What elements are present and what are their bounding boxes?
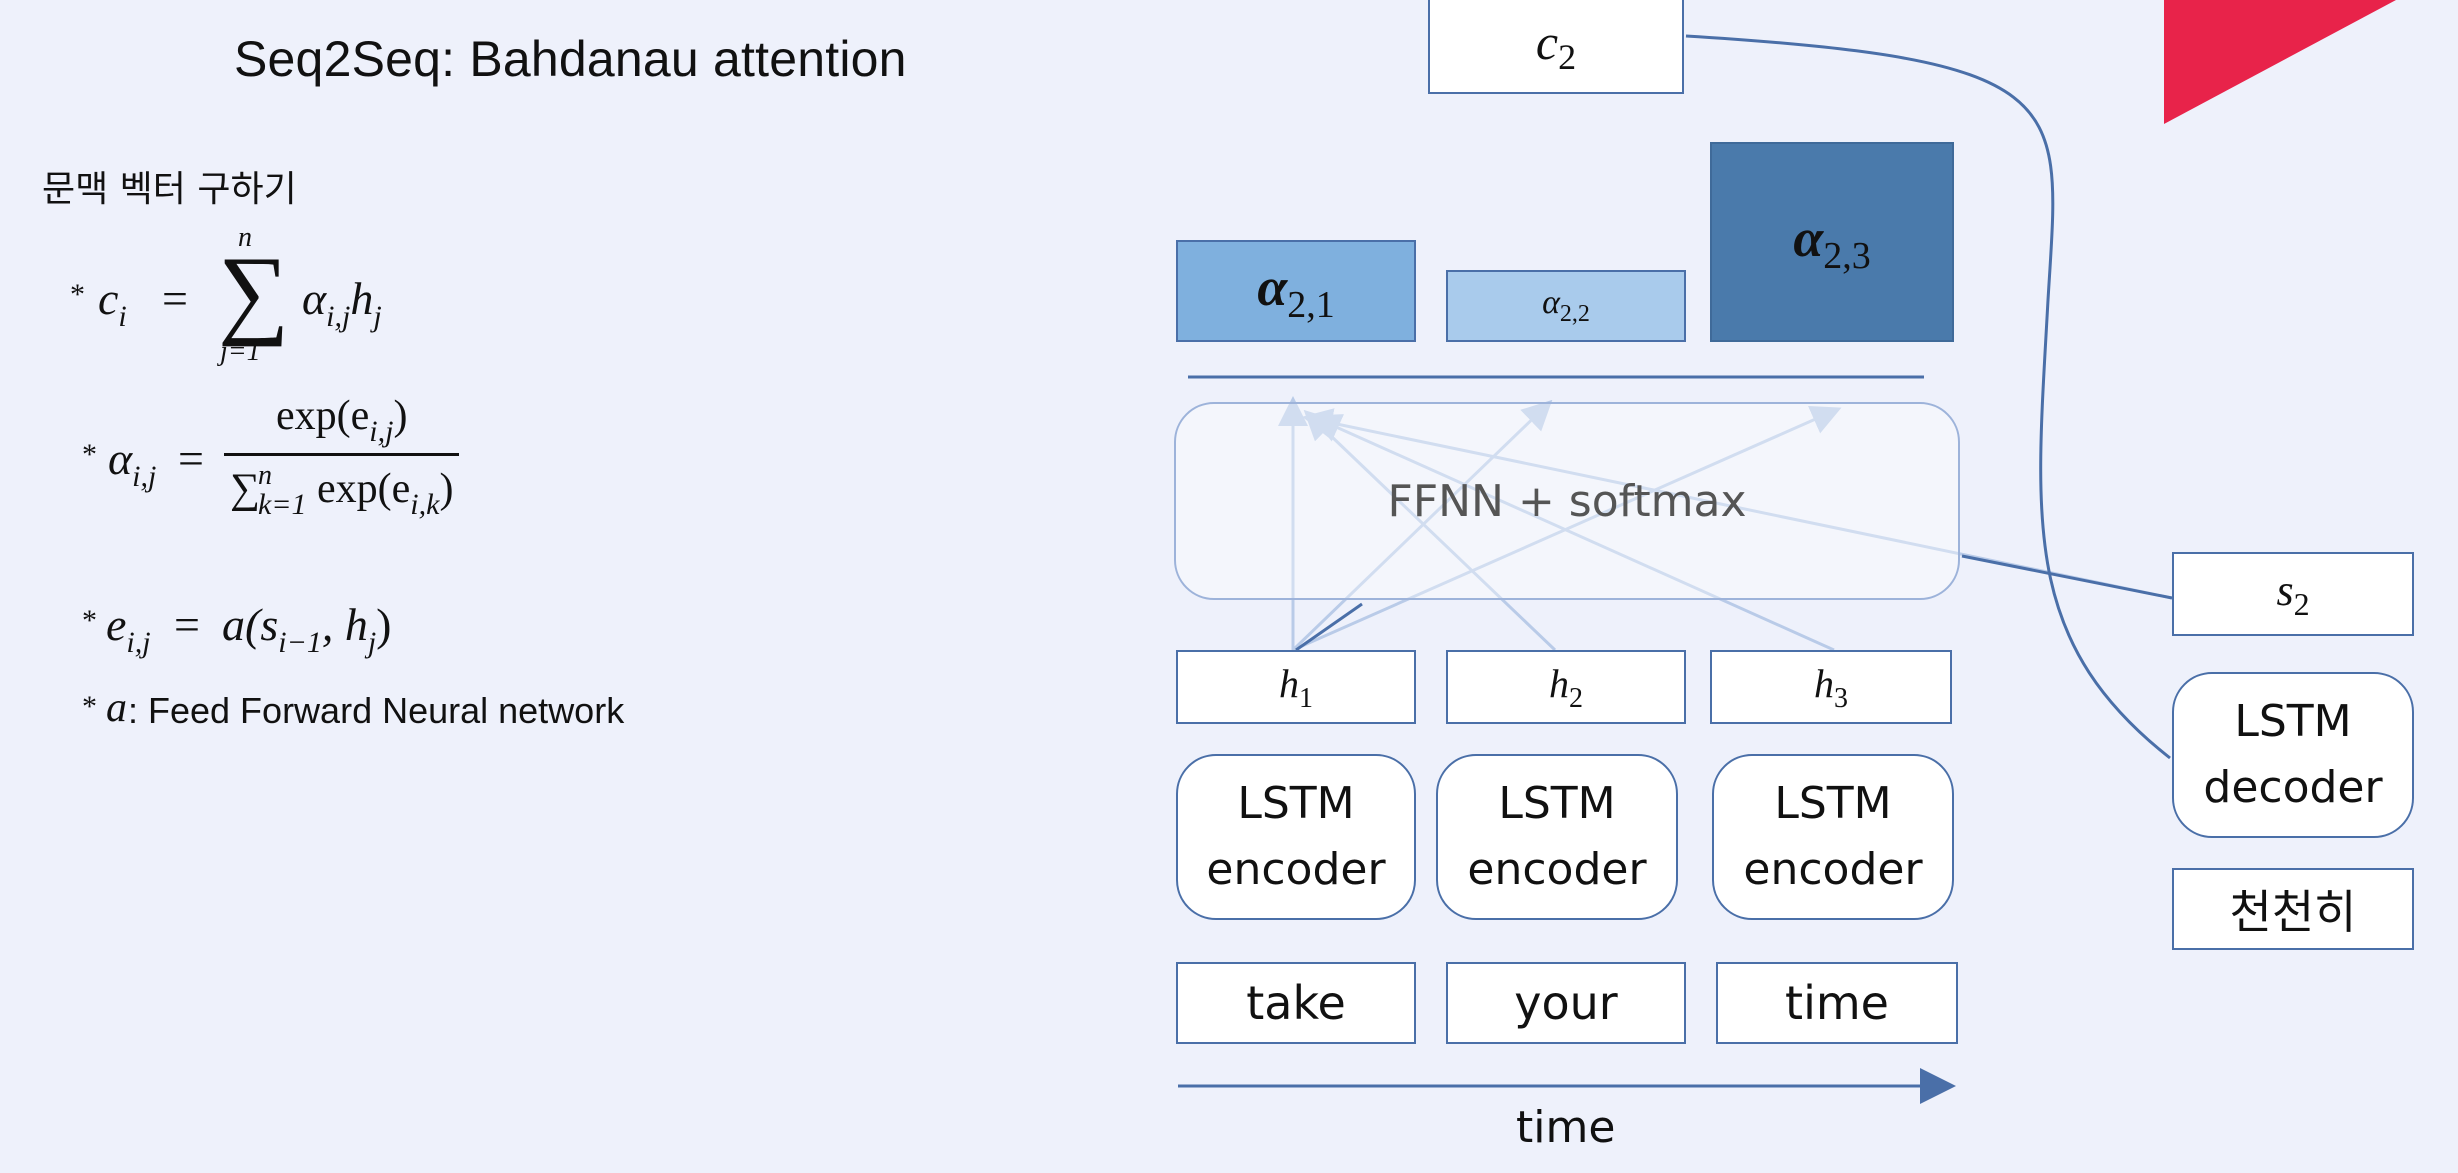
input-word-1: take [1176, 962, 1416, 1044]
formula-attention-weight: * αi,j = exp(ei,j) ∑nk=1 exp(ei,k) [82, 392, 522, 542]
formula-4-symbol: a [106, 685, 127, 731]
formula-1-sum-top: n [238, 222, 252, 253]
alpha-3-sub: 2,3 [1823, 234, 1871, 277]
hidden-state-h2: h2 [1446, 650, 1686, 724]
formula-1-lhs: c [98, 273, 119, 324]
ffnn-softmax-label: FFNN + softmax [1387, 475, 1747, 527]
input-word-3: time [1716, 962, 1958, 1044]
hidden-state-h3: h3 [1710, 650, 1952, 724]
input-word-2: your [1446, 962, 1686, 1044]
formula-alignment-score: * ei,j = a(si−1, hj) [82, 599, 392, 659]
formula-4-text: : Feed Forward Neural network [128, 690, 625, 731]
alpha-bar-2: α2,2 [1446, 270, 1686, 342]
decoder-state-box: s2 [2172, 552, 2414, 636]
alpha-bar-3: α2,3 [1710, 142, 1954, 342]
ffnn-softmax-block: FFNN + softmax [1174, 402, 1960, 600]
formula-2-den-sum: ∑ [230, 466, 260, 512]
bullet-star: * [82, 604, 97, 637]
formula-2-lhs-sub: i,j [132, 460, 157, 493]
state-connectors [1295, 34, 2173, 760]
bullet-star: * [82, 438, 97, 471]
formula-3-rhs: a(s [222, 599, 279, 650]
formula-2-lhs: α [108, 433, 133, 484]
formula-ffnn-note: * a : Feed Forward Neural network [82, 685, 722, 740]
formula-1-h-sub: j [373, 300, 382, 333]
sigma-symbol: ∑ [218, 236, 290, 347]
formula-1-lhs-sub: i [118, 300, 127, 333]
bullet-star: * [82, 690, 97, 723]
formula-1-alpha: α [302, 273, 327, 324]
formula-2-fraction: exp(ei,j) ∑nk=1 exp(ei,k) [224, 392, 460, 522]
alpha-1-sub: 2,1 [1287, 283, 1335, 326]
slide-title: Seq2Seq: Bahdanau attention [234, 31, 907, 87]
decoder-state-sub: 2 [2293, 586, 2310, 622]
formula-1-alpha-sub: i,j [326, 300, 351, 333]
formula-2-den-term: exp(e [306, 466, 411, 512]
formula-2-numerator-sub: i,j [369, 415, 394, 448]
context-vector-label: c [1535, 13, 1559, 70]
time-axis-label: time [1516, 1102, 1616, 1153]
hidden-state-h1: h1 [1176, 650, 1416, 724]
alpha-bar-1: α2,1 [1176, 240, 1416, 342]
formula-1-h: h [350, 273, 374, 324]
section-heading: 문맥 벡터 구하기 [42, 169, 297, 210]
alpha-2-label: α [1542, 284, 1560, 321]
formula-1-eq: = [162, 273, 188, 324]
decoder-state-label: s [2276, 566, 2294, 615]
corner-accent-shape [2164, 0, 2396, 124]
context-vector-box: c2 [1428, 0, 1684, 94]
alpha-1-label: α [1257, 256, 1288, 317]
alpha-2-sub: 2,2 [1559, 301, 1590, 327]
formula-1-sum-bottom: j=1 [220, 336, 261, 367]
formula-2-eq: = [178, 433, 204, 484]
alpha-3-label: α [1793, 207, 1824, 268]
context-vector-sub: 2 [1558, 36, 1577, 77]
decoder-output-word: 천천히 [2172, 868, 2414, 950]
formula-3-eq: = [174, 599, 200, 650]
formula-3-lhs: e [106, 599, 127, 650]
bullet-star: * [70, 278, 85, 311]
formula-context-vector: * ci = n ∑ j=1 αi,jhj [70, 222, 400, 378]
formula-2-numerator: exp(e [276, 393, 370, 439]
